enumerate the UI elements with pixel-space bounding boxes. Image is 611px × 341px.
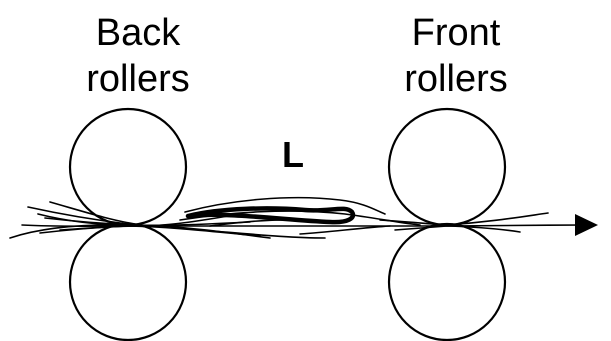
front-rollers-label-line2: rollers [404, 58, 508, 100]
front-roller-top [387, 107, 507, 227]
back-roller-bottom [68, 222, 188, 341]
back-rollers-label-line2: rollers [86, 58, 190, 100]
front-roller-bottom [387, 222, 507, 341]
front-rollers-label-line1: Front [411, 12, 501, 54]
output-arrow-icon [575, 214, 598, 236]
distance-label: L [282, 134, 304, 175]
back-rollers-label-line1: Back [95, 12, 181, 54]
back-roller-top [68, 107, 188, 227]
front-rollers-label: Front rollers [386, 10, 526, 102]
fibre-strand [9, 196, 586, 239]
back-rollers-label: Back rollers [68, 10, 208, 102]
drafted-fibre-bold [185, 206, 356, 225]
